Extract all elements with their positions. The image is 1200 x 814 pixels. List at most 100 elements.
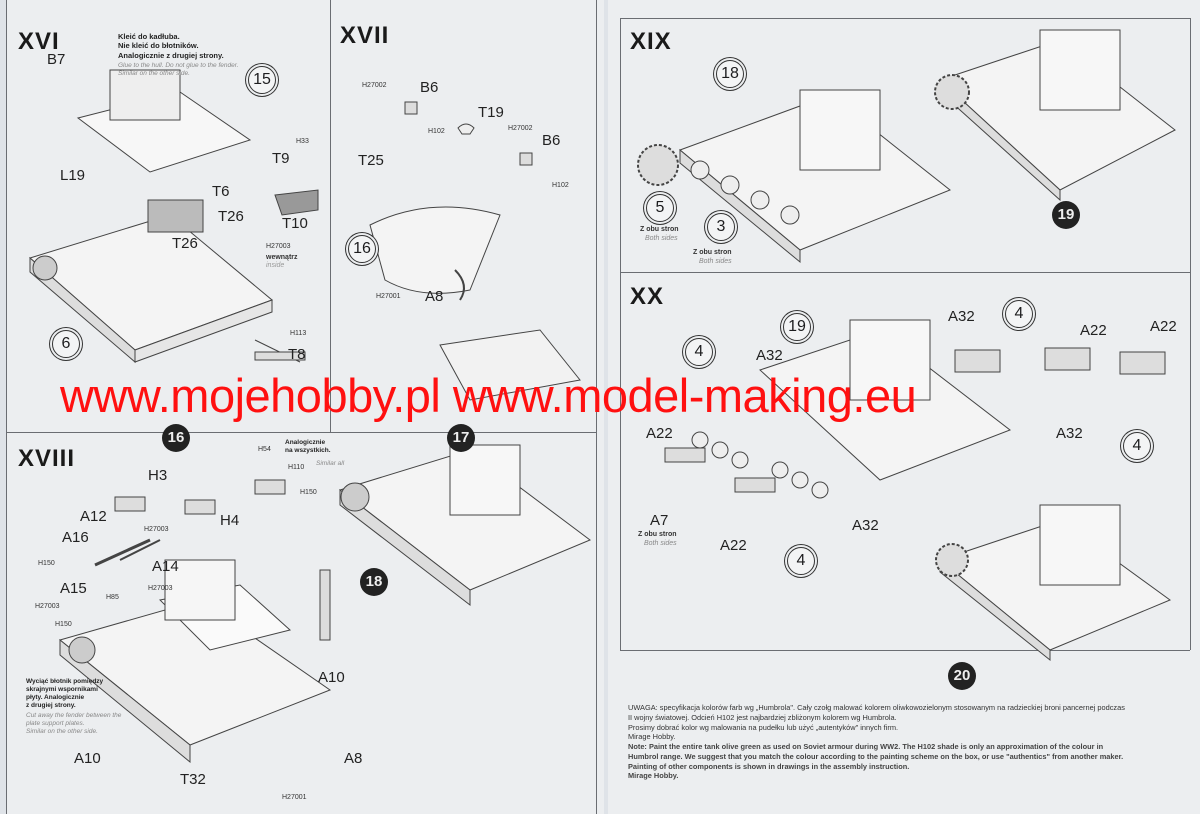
part-circle: 4 xyxy=(1123,432,1151,460)
note-line: Kleić do kadłuba. xyxy=(118,32,180,41)
subassembly-circle: 18 xyxy=(716,60,744,88)
note-line: skrajnymi wspornikami xyxy=(26,686,98,694)
part-label: T25 xyxy=(358,152,384,169)
note-line: UWAGA: specyfikacja kolorów farb wg „Hum… xyxy=(628,703,1125,712)
part-label: B6 xyxy=(542,132,561,149)
note-line: Prosimy dobrać kolor wg malowania na pud… xyxy=(628,722,899,732)
note-line: Note: Paint the entire tank olive green … xyxy=(628,742,1104,752)
note-line: Glue to the hull. Do not glue to the fen… xyxy=(118,62,239,69)
step-number: 20 xyxy=(948,662,976,690)
note-line: Painting of other components is shown in… xyxy=(628,761,910,771)
subassembly-circle: 19 xyxy=(783,313,811,341)
part-label: T19 xyxy=(478,104,504,121)
paint-code: H150 xyxy=(38,560,55,567)
part-label: T26 xyxy=(172,235,198,252)
paint-code: H150 xyxy=(300,489,317,496)
part-label: A22 xyxy=(1080,322,1107,339)
glue-note-en: Glue to the hull. Do not glue to the fen… xyxy=(118,62,238,78)
part-label: T6 xyxy=(212,183,230,200)
step-number: 19 xyxy=(1052,201,1080,229)
step-title-xviii: XVIII xyxy=(18,445,76,472)
paint-code: H54 xyxy=(258,446,271,453)
both-sides-en: Both sides xyxy=(699,258,732,265)
part-label: A14 xyxy=(152,558,179,575)
note-line: Mirage Hobby. xyxy=(628,771,679,781)
part-label: A16 xyxy=(62,529,89,546)
watermark: www.mojehobby.pl www.model-making.eu xyxy=(60,369,917,422)
part-label: A10 xyxy=(74,750,101,767)
paint-code: H102 xyxy=(552,182,569,189)
paint-code: H113 xyxy=(290,330,307,337)
part-label: T32 xyxy=(180,771,206,788)
part-label: A32 xyxy=(948,308,975,325)
paint-code: H27001 xyxy=(376,293,401,300)
divider xyxy=(1190,18,1191,650)
part-label: A22 xyxy=(646,425,673,442)
inside-note: wewnątrz xyxy=(266,254,298,261)
part-label: T26 xyxy=(218,208,244,225)
step-title-xvii: XVII xyxy=(340,22,390,49)
tank-drawing-xviii xyxy=(58,444,591,764)
paint-code: H102 xyxy=(428,128,445,135)
step-number: 18 xyxy=(360,568,388,596)
part-label: A12 xyxy=(80,508,107,525)
divider xyxy=(620,18,1190,19)
step-title-xix: XIX xyxy=(630,28,672,55)
subassembly-circle: 16 xyxy=(348,235,376,263)
part-label: A32 xyxy=(852,517,879,534)
part-label: A8 xyxy=(344,750,363,767)
paint-code: H85 xyxy=(106,594,119,601)
part-label: H3 xyxy=(148,467,168,484)
part-circle: 5 xyxy=(646,194,674,222)
note-line: plate support plates. xyxy=(26,720,85,728)
paint-code: H150 xyxy=(55,621,72,628)
both-sides-pl: Z obu stron xyxy=(638,531,677,538)
note-line: płyty. Analogicznie xyxy=(26,694,85,702)
note-line: z drugiej strony. xyxy=(26,702,76,710)
part-circle: 4 xyxy=(787,547,815,575)
paint-note: UWAGA: specyfikacja kolorów farb wg „Hum… xyxy=(628,703,1188,781)
part-label: T9 xyxy=(272,150,290,167)
paint-code: H27003 xyxy=(148,585,173,592)
paint-code: H27002 xyxy=(362,82,387,89)
divider xyxy=(620,650,1190,651)
part-circle: 4 xyxy=(685,338,713,366)
step-number: 17 xyxy=(447,424,475,452)
subassembly-circle: 6 xyxy=(52,330,80,358)
both-sides-en: Both sides xyxy=(645,235,678,242)
note-line: Mirage Hobby. xyxy=(628,732,676,742)
inside-note-en: inside xyxy=(266,262,285,269)
part-label: L19 xyxy=(60,167,86,184)
note-line: Similar on the other side. xyxy=(26,728,98,736)
note-line: Humbrol range. We suggest that you match… xyxy=(628,751,1124,761)
part-label: B6 xyxy=(420,79,439,96)
note-line: Cut away the fender between the xyxy=(26,712,122,719)
paint-code: H27002 xyxy=(508,125,533,132)
part-label: T10 xyxy=(282,215,308,232)
part-circle: 3 xyxy=(707,213,735,241)
part-label: A15 xyxy=(60,580,87,597)
part-label: A10 xyxy=(318,669,345,686)
similar-note-en: Similar all xyxy=(316,460,345,467)
note-line: II wojny światowej. Odcień H102 jest naj… xyxy=(628,712,897,722)
cut-note-en: Cut away the fender between the plate su… xyxy=(26,712,121,736)
part-label: A32 xyxy=(1056,425,1083,442)
part-circle: 4 xyxy=(1005,300,1033,328)
note-line: Similar on the other side. xyxy=(118,70,190,78)
divider xyxy=(330,0,331,432)
both-sides-pl: Z obu stron xyxy=(693,249,732,256)
paint-code: H27003 xyxy=(266,243,291,250)
divider xyxy=(620,272,1190,273)
part-label: A7 xyxy=(650,512,669,529)
part-label: B7 xyxy=(47,51,66,68)
paint-code: H33 xyxy=(296,138,309,145)
step-title-xx: XX xyxy=(630,283,665,310)
paint-code: H27003 xyxy=(35,603,60,610)
part-label: A32 xyxy=(756,347,783,364)
similar-note-pl: Analogicznie na wszystkich. xyxy=(285,439,331,455)
subassembly-circle: 15 xyxy=(248,66,276,94)
both-sides-pl: Z obu stron xyxy=(640,226,679,233)
both-sides-en: Both sides xyxy=(644,540,677,547)
note-line: Analogicznie xyxy=(285,439,326,446)
